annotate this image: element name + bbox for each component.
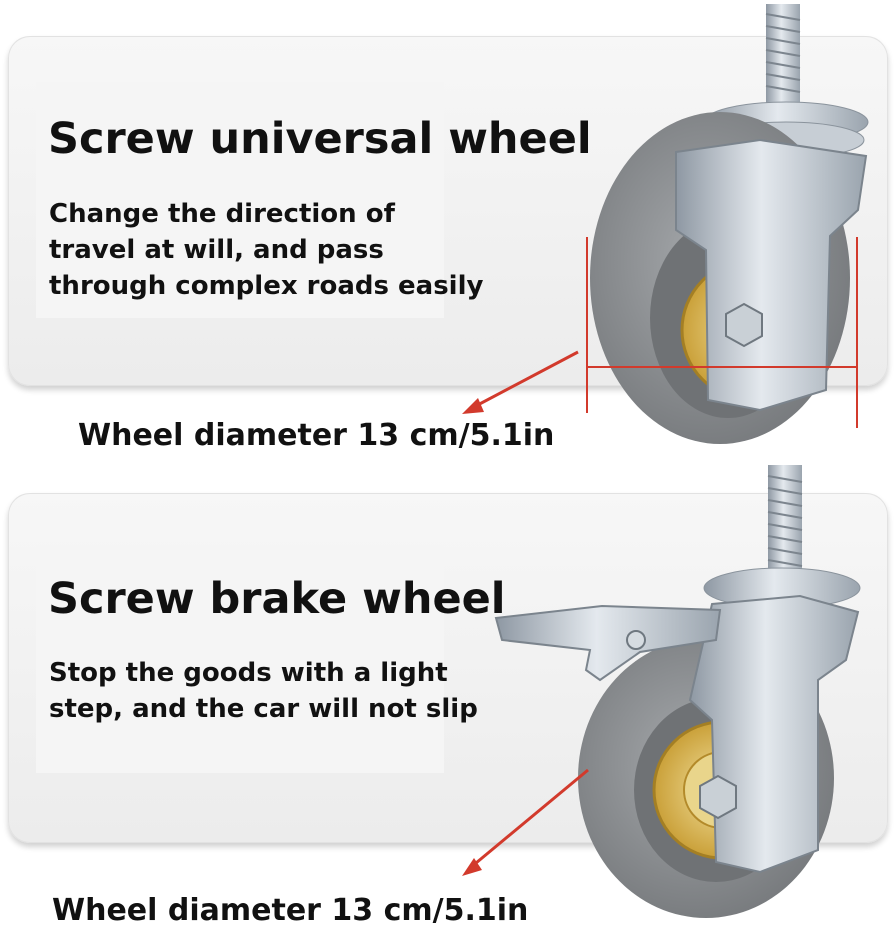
top-diameter-marker	[586, 237, 858, 428]
top-swivel-caster	[462, 4, 869, 444]
bottom-brake-caster	[462, 465, 861, 918]
top-axle-nut	[725, 302, 763, 348]
top-product-description: Change the direction of travel at will, …	[49, 199, 484, 301]
bottom-wheel-diameter-label: Wheel diameter 13 cm/5.1in	[52, 893, 529, 928]
bottom-screw-threads	[767, 475, 803, 567]
top-screw-threads	[765, 13, 801, 93]
top-wheel-diameter-label: Wheel diameter 13 cm/5.1in	[78, 418, 555, 453]
top-pointer-arrow	[462, 350, 579, 414]
bottom-axle-nut	[699, 774, 737, 820]
bottom-product-description: Stop the goods with a light step, and th…	[49, 658, 478, 724]
brake-pedal	[494, 604, 722, 682]
bottom-pointer-arrow	[462, 768, 589, 876]
top-product-title: Screw universal wheel	[48, 114, 592, 164]
bottom-text-background	[36, 545, 444, 773]
top-text-background	[36, 82, 444, 318]
brake-pivot	[626, 630, 646, 650]
bottom-product-title: Screw brake wheel	[48, 574, 506, 624]
top-fork-bracket	[675, 138, 868, 412]
